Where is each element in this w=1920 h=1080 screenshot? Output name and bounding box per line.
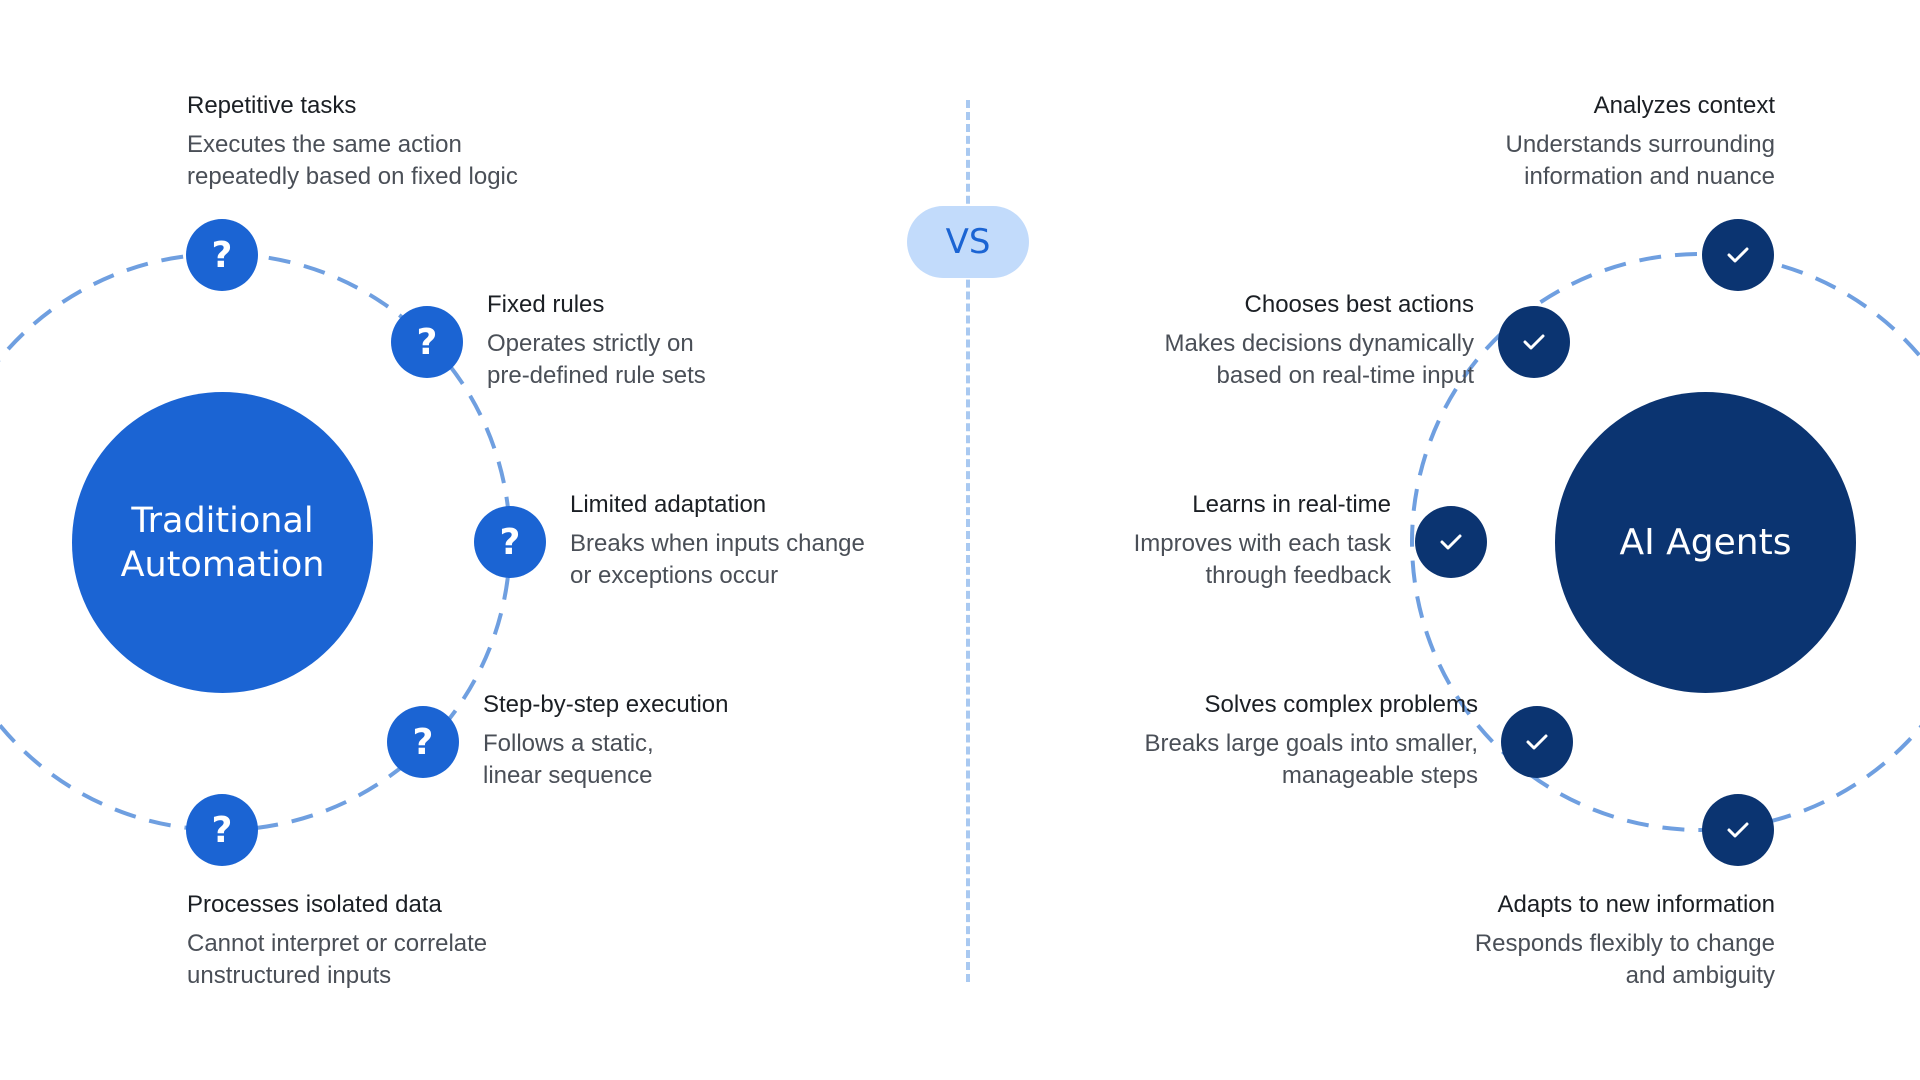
item-title: Adapts to new information (1497, 891, 1776, 918)
item-description: Executes the same action repeatedly base… (187, 131, 518, 190)
right-item-learns-real-time: Learns in real-time Improves with each t… (971, 490, 1391, 592)
vs-badge: VS (907, 206, 1029, 278)
right-item-analyzes-context: Analyzes context Understands surrounding… (1355, 91, 1776, 193)
traditional-automation-circle: Traditional Automation (72, 392, 373, 693)
right-orbit-ring (1410, 252, 1920, 832)
left-item-isolated-data: Processes isolated data Cannot interpret… (187, 890, 607, 992)
item-title: Learns in real-time (1192, 491, 1391, 518)
item-description: Improves with each task through feedback (1133, 530, 1391, 589)
question-mark-icon: ? (391, 306, 463, 378)
question-mark-icon: ? (387, 706, 459, 778)
check-icon (1498, 306, 1570, 378)
right-item-solves-complex-problems: Solves complex problems Breaks large goa… (1058, 690, 1479, 792)
item-title: Repetitive tasks (187, 92, 357, 119)
right-item-chooses-best-actions: Chooses best actions Makes decisions dyn… (1054, 290, 1474, 392)
item-title: Step-by-step execution (483, 691, 729, 718)
check-icon (1415, 506, 1487, 578)
item-description: Makes decisions dynamically based on rea… (1164, 330, 1474, 389)
question-mark-icon: ? (186, 794, 258, 866)
center-divider (966, 100, 970, 982)
left-item-repetitive-tasks: Repetitive tasks Executes the same actio… (187, 91, 607, 193)
left-item-step-by-step: Step-by-step execution Follows a static,… (483, 690, 903, 792)
check-icon (1702, 219, 1774, 291)
left-item-limited-adaptation: Limited adaptation Breaks when inputs ch… (570, 490, 990, 592)
item-title: Chooses best actions (1244, 291, 1474, 318)
item-title: Solves complex problems (1204, 691, 1478, 718)
item-title: Limited adaptation (570, 491, 767, 518)
item-description: Understands surrounding information and … (1505, 131, 1776, 190)
item-title: Fixed rules (487, 291, 605, 318)
item-title: Processes isolated data (187, 891, 442, 918)
item-description: Breaks large goals into smaller, managea… (1144, 730, 1479, 789)
traditional-automation-title: Traditional Automation (120, 500, 325, 585)
right-item-adapts-new-information: Adapts to new information Responds flexi… (1355, 890, 1775, 992)
item-description: Cannot interpret or correlate unstructur… (187, 930, 488, 989)
item-title: Analyzes context (1593, 92, 1775, 119)
item-description: Breaks when inputs change or exceptions … (570, 530, 865, 589)
item-description: Responds flexibly to change and ambiguit… (1474, 930, 1775, 989)
ai-agents-circle: AI Agents (1555, 392, 1856, 693)
question-mark-icon: ? (474, 506, 546, 578)
left-item-fixed-rules: Fixed rules Operates strictly on pre-def… (487, 290, 907, 392)
item-description: Follows a static, linear sequence (483, 730, 654, 789)
question-mark-icon: ? (186, 219, 258, 291)
check-icon (1702, 794, 1774, 866)
ai-agents-title: AI Agents (1619, 521, 1792, 563)
item-description: Operates strictly on pre-defined rule se… (487, 330, 706, 389)
check-icon (1501, 706, 1573, 778)
